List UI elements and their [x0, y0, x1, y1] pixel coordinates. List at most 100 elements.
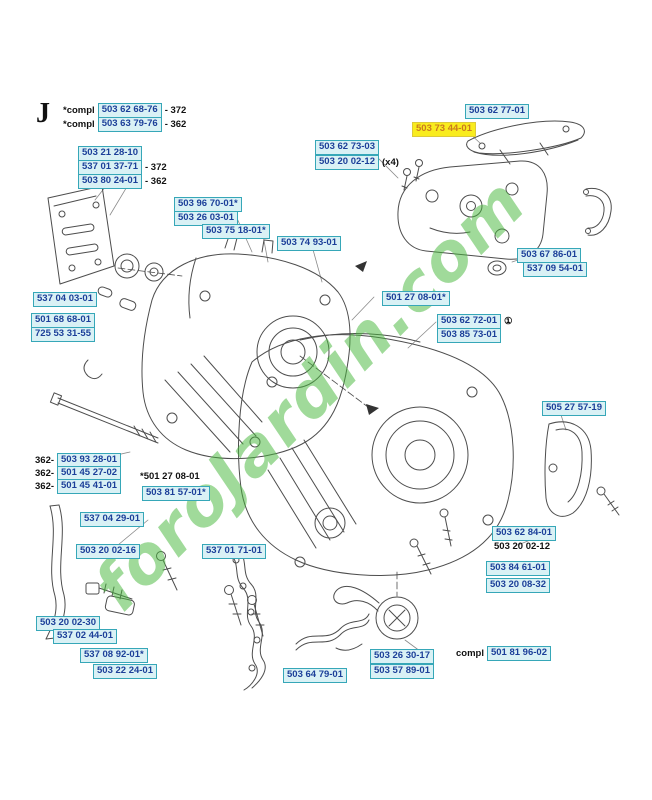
part-number: 537 08 92-01*	[80, 648, 148, 663]
part-label-503-62-73-03: 503 62 73-03	[315, 140, 379, 155]
part-label-503-21-28-10: 503 21 28-10	[78, 146, 142, 161]
bolt-cylinder-art	[85, 582, 135, 616]
part-label-prefix: *compl	[63, 118, 95, 130]
part-number: 505 27 57-19	[542, 401, 606, 416]
part-number: 503 62 73-03	[315, 140, 379, 155]
side-cover-art	[544, 421, 592, 517]
part-number: 503 96 70-01*	[174, 197, 242, 212]
part-number: 503 21 28-10	[78, 146, 142, 161]
part-label-537-04-03-01: 537 04 03-01	[33, 292, 97, 307]
part-label-prefix: 362-	[35, 480, 55, 492]
part-label-503-80-24-01: 503 80 24-01- 362	[78, 174, 167, 189]
part-number: 503 73 44-01	[412, 122, 476, 137]
part-number: 503 20 02-12	[494, 541, 550, 552]
part-label-503-67-86-01: 503 67 86-01	[517, 248, 581, 263]
part-number: *501 27 08-01	[140, 471, 200, 482]
part-number: 537 09 54-01	[523, 262, 587, 277]
part-number: 537 04 29-01	[80, 512, 144, 527]
part-number: 503 20 08-32	[486, 578, 550, 593]
part-label-suffix: (x4)	[382, 156, 399, 168]
part-label-503-22-24-01: 503 22 24-01	[93, 664, 157, 679]
fuel-cap-art	[333, 586, 419, 651]
part-number: 503 67 86-01	[517, 248, 581, 263]
part-number: 501 68 68-01	[31, 313, 95, 328]
right-crankcase-art	[238, 333, 514, 576]
chain-art	[227, 547, 266, 691]
clip-art	[83, 286, 137, 380]
part-label-prefix: compl	[456, 647, 484, 659]
part-label-537-02-44-01: 537 02 44-01	[53, 629, 117, 644]
screw-art-right	[409, 486, 620, 575]
left-crankcase-art	[141, 235, 351, 460]
part-label-501-45-41-01: 362-501 45 41-01	[35, 479, 122, 494]
bearing-art	[114, 253, 164, 282]
part-label-suffix: - 362	[164, 118, 187, 130]
part-number: 503 22 24-01	[93, 664, 157, 679]
part-label-503-20-02-16: 503 20 02-16	[76, 544, 140, 559]
guide-plate-art	[47, 185, 115, 285]
part-label-suffix: - 372	[145, 161, 167, 173]
part-label-501-68-68-01: 501 68 68-01	[31, 313, 95, 328]
part-number: 503 62 84-01	[492, 526, 556, 541]
hose-art	[295, 613, 370, 651]
part-label-suffix: ①	[504, 315, 513, 327]
part-label-503-96-70-01: 503 96 70-01*	[174, 197, 242, 212]
part-label-505-27-57-19: 505 27 57-19	[542, 401, 606, 416]
part-label-537-09-54-01: 537 09 54-01	[523, 262, 587, 277]
part-label-suffix: - 372	[164, 104, 187, 116]
part-number: 725 53 31-55	[31, 327, 95, 342]
part-label-503-62-77-01: 503 62 77-01	[465, 104, 529, 119]
part-label-503-74-93-01: 503 74 93-01	[277, 236, 341, 251]
part-number: 501 81 96-02	[486, 646, 551, 661]
handle-bracket-art	[466, 120, 585, 165]
part-label-537-08-92-01: 537 08 92-01*	[80, 648, 148, 663]
part-number: 537 04 03-01	[33, 292, 97, 307]
part-number: 503 85 73-01	[437, 328, 501, 343]
part-label-503-81-57-01: 503 81 57-01*	[142, 486, 210, 501]
part-number: 503 74 93-01	[277, 236, 341, 251]
section-letter: J	[36, 98, 50, 129]
part-number: 503 81 57-01*	[142, 486, 210, 501]
part-label-503-75-18-01: 503 75 18-01*	[202, 224, 270, 239]
part-number: 537 01 37-71	[78, 160, 142, 175]
part-label-prefix: *compl	[63, 104, 95, 116]
part-number: 503 75 18-01*	[202, 224, 270, 239]
part-number: 503 62 68-76	[97, 103, 162, 118]
part-label-prefix: 362-	[35, 467, 55, 479]
part-label-503-85-73-01: 503 85 73-01	[437, 328, 501, 343]
part-label-503-73-44-01: 503 73 44-01	[412, 122, 476, 137]
part-number: 503 63 79-76	[97, 117, 162, 132]
screw-art-bottom	[156, 551, 265, 637]
part-number: 503 62 77-01	[465, 104, 529, 119]
bar-bolt-art	[49, 392, 159, 444]
part-number: 503 84 61-01	[486, 561, 550, 576]
part-number: 503 62 72-01	[437, 314, 501, 329]
part-label-537-04-29-01: 537 04 29-01	[80, 512, 144, 527]
part-number: 537 01 71-01	[202, 544, 266, 559]
part-number: 501 27 08-01*	[382, 291, 450, 306]
side-bracket-art	[583, 187, 612, 236]
part-number: 503 57 89-01	[370, 664, 434, 679]
part-label-503-84-61-01: 503 84 61-01	[486, 561, 550, 576]
part-label-503-20-02-12: 503 20 02-12(x4)	[315, 155, 399, 170]
part-number: 503 20 02-12	[315, 155, 379, 170]
part-label-501-27-08-01: *501 27 08-01	[140, 471, 200, 483]
part-number: 503 80 24-01	[78, 174, 142, 189]
part-label-501-27-08-01: 501 27 08-01*	[382, 291, 450, 306]
part-number: 537 02 44-01	[53, 629, 117, 644]
part-label-503-26-30-17: 503 26 30-17	[370, 649, 434, 664]
top-assembly-art	[397, 159, 548, 260]
part-label-503-64-79-01: 503 64 79-01	[283, 668, 347, 683]
part-label-503-57-89-01: 503 57 89-01	[370, 664, 434, 679]
plug-art	[487, 260, 507, 276]
part-label-suffix: - 362	[145, 175, 167, 187]
part-label-503-20-08-32: 503 20 08-32	[486, 578, 550, 593]
part-label-503-20-02-12: 503 20 02-12	[494, 541, 550, 553]
part-label-prefix: 362-	[35, 454, 55, 466]
arrow-markers	[355, 261, 379, 415]
